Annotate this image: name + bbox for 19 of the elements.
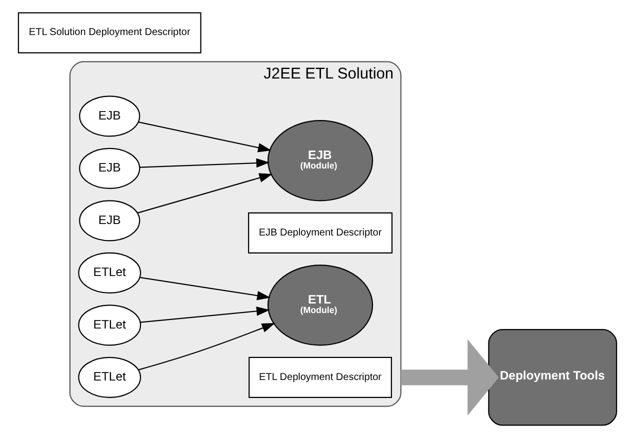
node-ellipse: ETL (Module) (266, 264, 373, 346)
node-box: ETL Deployment Descriptor (248, 356, 392, 398)
node-ellipse: EJB (78, 200, 140, 242)
arrow (140, 306, 270, 323)
arrow (139, 276, 270, 300)
arrow (400, 339, 498, 416)
node-box: EJB Deployment Descriptor (248, 212, 392, 254)
node-ellipse: ETLet (78, 356, 141, 398)
arrow (138, 122, 271, 152)
arrow (139, 158, 270, 168)
arrow (136, 173, 272, 214)
node-box: Deployment Tools (488, 329, 617, 426)
node-box: ETL Solution Deployment Descriptor (17, 12, 201, 54)
node-ellipse: EJB (78, 96, 140, 137)
arrow (138, 323, 275, 370)
node-ellipse: EJB (Module) (266, 120, 373, 202)
node-ellipse: ETLet (78, 304, 141, 346)
node-ellipse: EJB (78, 148, 140, 189)
node-ellipse: ETLet (78, 252, 141, 294)
